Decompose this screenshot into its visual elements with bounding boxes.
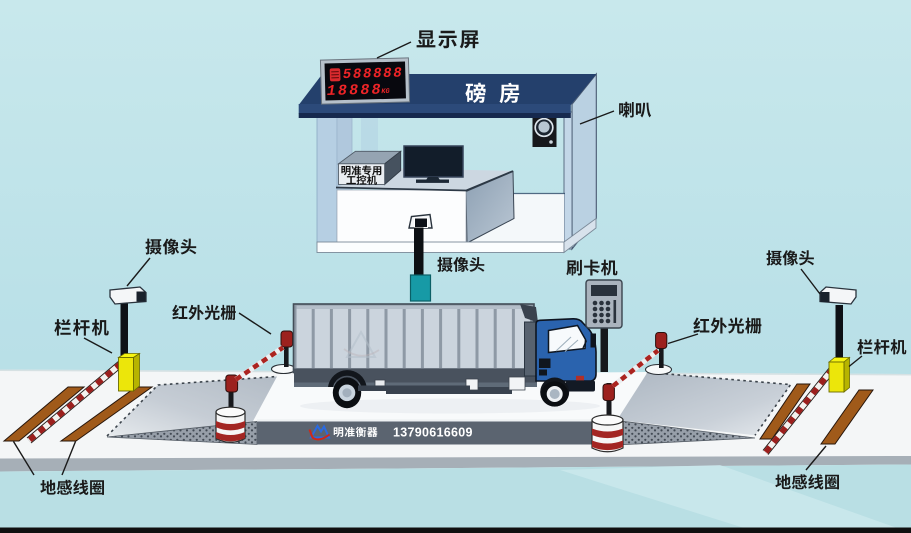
svg-text:18888: 18888 — [327, 82, 383, 100]
svg-text:13790616609: 13790616609 — [393, 426, 473, 440]
svg-text:KG: KG — [381, 88, 390, 96]
svg-text:588888: 588888 — [343, 65, 404, 83]
